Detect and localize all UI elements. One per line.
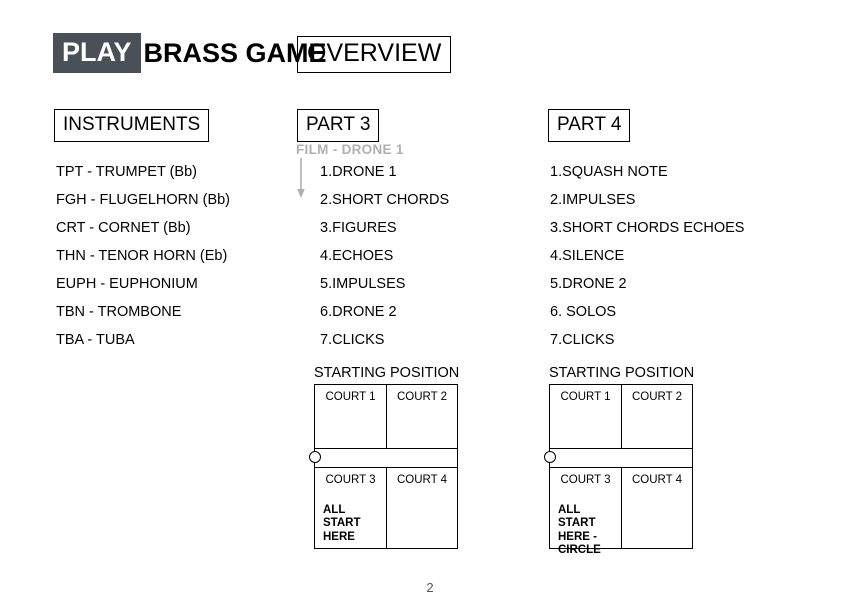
page-title: BRASS GAME bbox=[143, 37, 327, 68]
court-row-top: COURT 1 COURT 2 bbox=[550, 385, 692, 448]
start-circle-marker-icon bbox=[309, 451, 321, 463]
instruments-heading: INSTRUMENTS bbox=[54, 109, 210, 142]
court-label: COURT 2 bbox=[396, 391, 448, 403]
court-cell-2: COURT 2 bbox=[621, 385, 692, 448]
part3-starting-position-label: STARTING POSITION bbox=[314, 365, 460, 381]
start-circle-marker-icon bbox=[544, 451, 556, 463]
list-item: EUPH - EUPHONIUM bbox=[56, 276, 198, 292]
part4-list: 1.SQUASH NOTE 2.IMPULSES 3.SHORT CHORDS … bbox=[550, 158, 744, 354]
court-corridor bbox=[544, 448, 692, 468]
list-item: 7.CLICKS bbox=[320, 332, 385, 348]
court-cell-2: COURT 2 bbox=[386, 385, 457, 448]
part4-starting-position-label: STARTING POSITION bbox=[549, 365, 695, 381]
court-cell-3: COURT 3 ALL START HERE - CIRCLE bbox=[550, 468, 621, 556]
court-label: COURT 3 bbox=[325, 474, 376, 486]
court-cell-1: COURT 1 bbox=[315, 385, 386, 448]
court-label: COURT 2 bbox=[631, 391, 683, 403]
list-item: 1.SQUASH NOTE bbox=[550, 164, 668, 180]
list-item: 6.DRONE 2 bbox=[320, 304, 397, 320]
court-label: COURT 1 bbox=[325, 391, 376, 403]
part4-court-grid: COURT 1 COURT 2 COURT 3 ALL START HERE -… bbox=[544, 384, 693, 556]
part4-heading: PART 4 bbox=[548, 109, 631, 142]
section-label-overview: OVERVIEW bbox=[297, 36, 452, 73]
court-note: ALL START HERE - CIRCLE bbox=[558, 503, 601, 557]
part3-list: 1.DRONE 1 2.SHORT CHORDS 3.FIGURES 4.ECH… bbox=[320, 158, 449, 354]
court-cell-4: COURT 4 bbox=[386, 468, 457, 548]
page-number: 2 bbox=[426, 580, 434, 595]
court-corridor bbox=[309, 448, 457, 468]
list-item: TBN - TROMBONE bbox=[56, 304, 182, 320]
list-item: THN - TENOR HORN (Eb) bbox=[56, 248, 228, 264]
list-item: 4.ECHOES bbox=[320, 248, 394, 264]
part3-heading: PART 3 bbox=[297, 109, 380, 142]
court-label: COURT 4 bbox=[396, 474, 448, 486]
list-item: 2.SHORT CHORDS bbox=[320, 192, 450, 208]
court-cell-4: COURT 4 bbox=[621, 468, 692, 548]
list-item: 3.SHORT CHORDS ECHOES bbox=[550, 220, 745, 236]
list-item: 5.DRONE 2 bbox=[550, 276, 627, 292]
list-item: 7.CLICKS bbox=[550, 332, 615, 348]
part3-court-grid: COURT 1 COURT 2 COURT 3 ALL START HERE C… bbox=[309, 384, 458, 549]
court-row-bottom: COURT 3 ALL START HERE - CIRCLE COURT 4 bbox=[550, 468, 692, 556]
list-item: CRT - CORNET (Bb) bbox=[56, 220, 191, 236]
film-drone-annotation: FILM - DRONE 1 bbox=[296, 142, 404, 157]
list-item: TBA - TUBA bbox=[56, 332, 135, 348]
list-item: 3.FIGURES bbox=[320, 220, 397, 236]
court-label: COURT 4 bbox=[631, 474, 683, 486]
list-item: 2.IMPULSES bbox=[550, 192, 636, 208]
instruments-list: TPT - TRUMPET (Bb) FGH - FLUGELHORN (Bb)… bbox=[56, 158, 230, 354]
court-note: ALL START HERE bbox=[323, 503, 361, 543]
list-item: 5.IMPULSES bbox=[320, 276, 406, 292]
court-label: COURT 1 bbox=[560, 391, 611, 403]
court-cell-3: COURT 3 ALL START HERE bbox=[315, 468, 386, 548]
page-header: PLAY BRASS GAME bbox=[53, 33, 327, 73]
list-item: 4.SILENCE bbox=[550, 248, 625, 264]
down-arrow-icon bbox=[297, 158, 305, 198]
court-row-bottom: COURT 3 ALL START HERE COURT 4 bbox=[315, 468, 457, 548]
list-item: 6. SOLOS bbox=[550, 304, 617, 320]
list-item: TPT - TRUMPET (Bb) bbox=[56, 164, 197, 180]
court-cell-1: COURT 1 bbox=[550, 385, 621, 448]
list-item: FGH - FLUGELHORN (Bb) bbox=[56, 192, 231, 208]
play-badge: PLAY bbox=[53, 33, 141, 73]
court-row-top: COURT 1 COURT 2 bbox=[315, 385, 457, 448]
court-label: COURT 3 bbox=[560, 474, 611, 486]
list-item: 1.DRONE 1 bbox=[320, 164, 397, 180]
